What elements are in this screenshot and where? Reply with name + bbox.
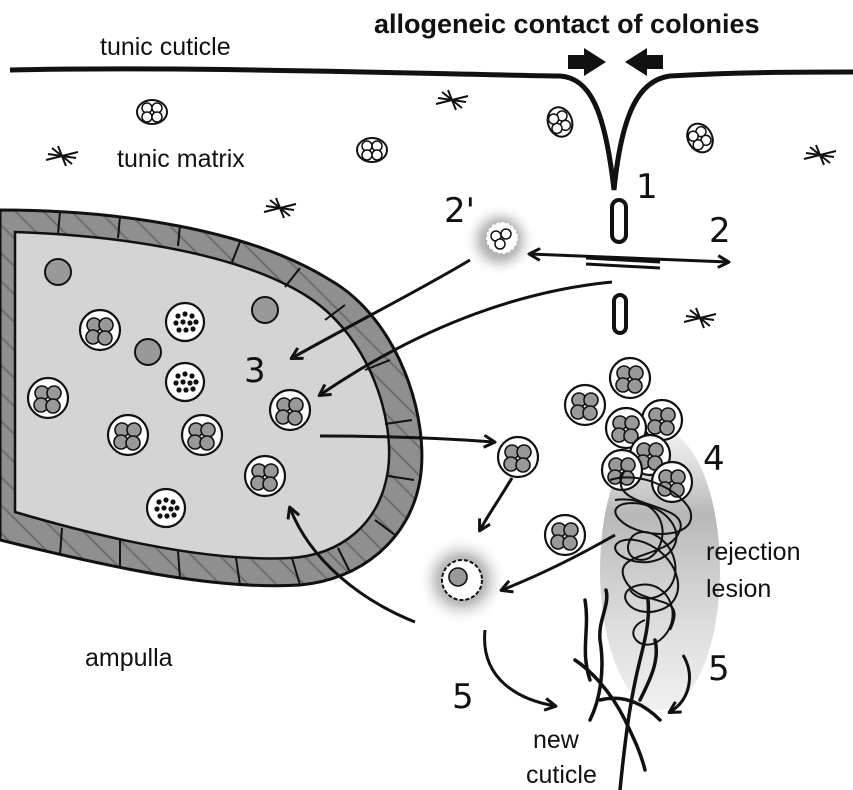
tunic-cuticle-label: tunic cuticle	[100, 33, 231, 61]
migrating-cell	[565, 385, 605, 425]
contact-arrow-right	[568, 48, 606, 76]
tunic-fibroblast-icon	[436, 90, 468, 110]
contact-arrow-left	[625, 48, 663, 76]
tunic-cell	[137, 100, 167, 124]
ampulla	[0, 210, 422, 586]
tunic-cell	[357, 138, 387, 162]
step-5-label-left: 5	[452, 677, 474, 717]
diagram-title: allogeneic contact of colonies	[374, 9, 760, 39]
step-1-label: 1	[636, 167, 658, 207]
tunic-fibroblast-icon	[264, 198, 296, 218]
migrating-cell	[498, 437, 538, 477]
activated-cell-2prime	[487, 223, 517, 253]
tunic-cell	[544, 104, 577, 140]
new-cuticle-label-line2: cuticle	[526, 761, 597, 789]
cuticle-fragment	[614, 295, 626, 333]
lesion-label: lesion	[706, 575, 771, 603]
ampulla-label: ampulla	[85, 644, 173, 672]
cuticle-fragment	[612, 200, 626, 242]
tunic-fibroblast-icon	[804, 145, 836, 165]
step-2-label: 2	[709, 211, 731, 251]
tunic-fibroblast-icon	[46, 146, 78, 166]
tunic-matrix-label: tunic matrix	[117, 145, 245, 173]
step-4-label: 4	[703, 439, 725, 479]
rejection-label: rejection	[706, 538, 801, 566]
tunic-cell	[682, 119, 718, 157]
migrating-cell	[545, 515, 585, 555]
degranulating-cell	[442, 560, 482, 600]
step-2prime-label: 2'	[444, 191, 475, 231]
tunic-fibroblast-icon	[684, 308, 716, 328]
new-cuticle-label-line1: new	[533, 726, 580, 754]
step-3-label: 3	[244, 351, 266, 391]
step-5-label-right: 5	[708, 649, 730, 689]
